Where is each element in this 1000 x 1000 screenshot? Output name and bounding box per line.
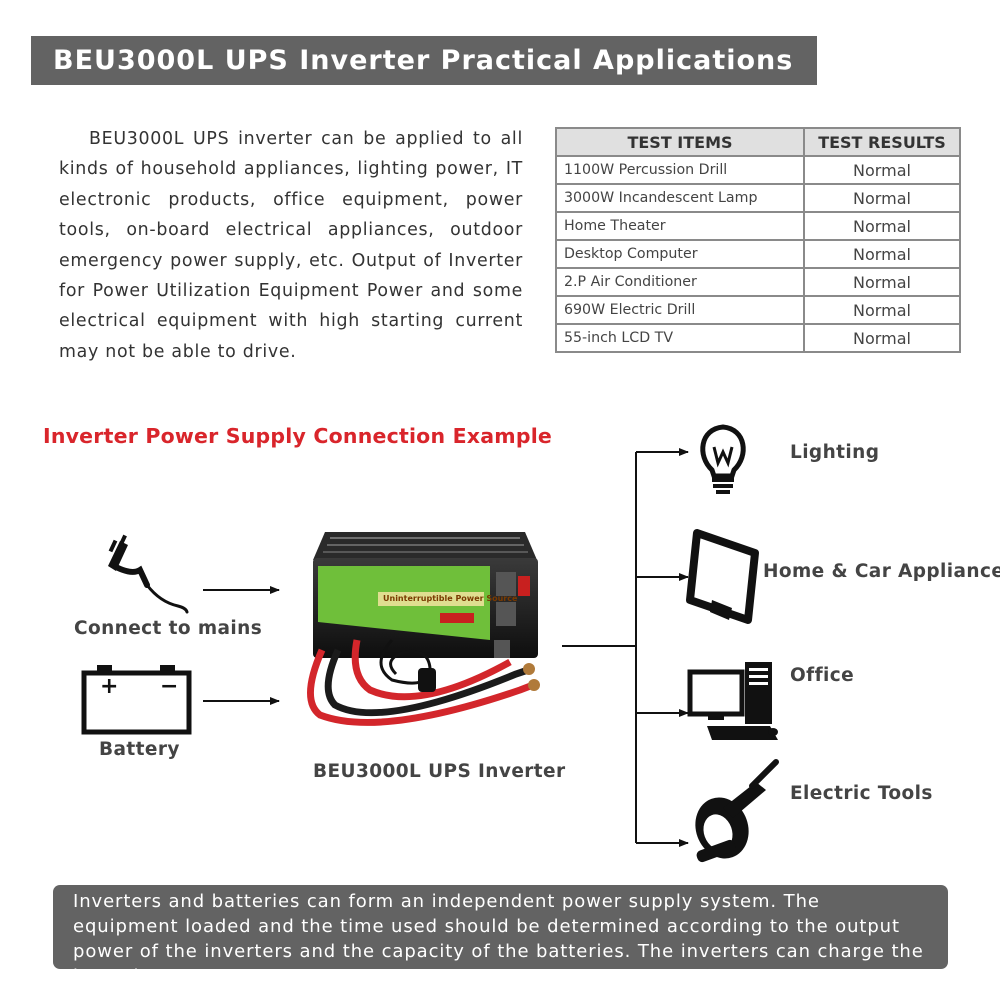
output-label-office: Office (790, 665, 855, 686)
mains-label: Connect to mains (74, 618, 263, 639)
output-label-electric-tools: Electric Tools (790, 783, 933, 804)
inverter-label: BEU3000L UPS Inverter (313, 761, 566, 782)
output-label-lighting: Lighting (790, 442, 880, 463)
intro-paragraph: BEU3000L UPS inverter can be applied to … (59, 129, 523, 362)
table-cell-item: Home Theater (555, 211, 805, 241)
inverter-panel-text: Uninterruptible Power Source (383, 594, 518, 603)
table-cell-result: Normal (803, 239, 961, 269)
bulb-icon (700, 424, 746, 494)
page-title: BEU3000L UPS Inverter Practical Applicat… (31, 36, 817, 85)
table-cell-item: 55-inch LCD TV (555, 323, 805, 353)
table-cell-item: 1100W Percussion Drill (555, 155, 805, 185)
angle-grinder-icon (695, 759, 779, 863)
battery-icon (81, 665, 192, 735)
test-results-table: TEST ITEMS TEST RESULTS 1100W Percussion… (555, 127, 961, 353)
monitor-icon (686, 529, 759, 624)
table-header-test-results: TEST RESULTS (803, 127, 961, 157)
battery-plus-sign: + (100, 674, 119, 699)
table-cell-result: Normal (803, 323, 961, 353)
battery-label: Battery (99, 739, 180, 760)
table-header-row: TEST ITEMS TEST RESULTS (555, 127, 961, 157)
table-cell-result: Normal (803, 211, 961, 241)
plug-icon (108, 534, 189, 614)
table-cell-item: 690W Electric Drill (555, 295, 805, 325)
battery-minus-sign: − (160, 674, 179, 699)
footer-note: Inverters and batteries can form an inde… (53, 885, 948, 987)
table-cell-result: Normal (803, 295, 961, 325)
table-cell-item: Desktop Computer (555, 239, 805, 269)
computer-icon (687, 662, 778, 740)
table-header-test-items: TEST ITEMS (555, 127, 805, 157)
table-cell-result: Normal (803, 155, 961, 185)
table-cell-item: 2.P Air Conditioner (555, 267, 805, 297)
table-cell-result: Normal (803, 183, 961, 213)
output-tree-lines (562, 452, 637, 843)
table-cell-result: Normal (803, 267, 961, 297)
inverter-image (307, 532, 540, 726)
output-label-home-car-appliances: Home & Car Appliances (763, 561, 1000, 582)
table-cell-item: 3000W Incandescent Lamp (555, 183, 805, 213)
connection-example-title: Inverter Power Supply Connection Example (43, 424, 553, 448)
